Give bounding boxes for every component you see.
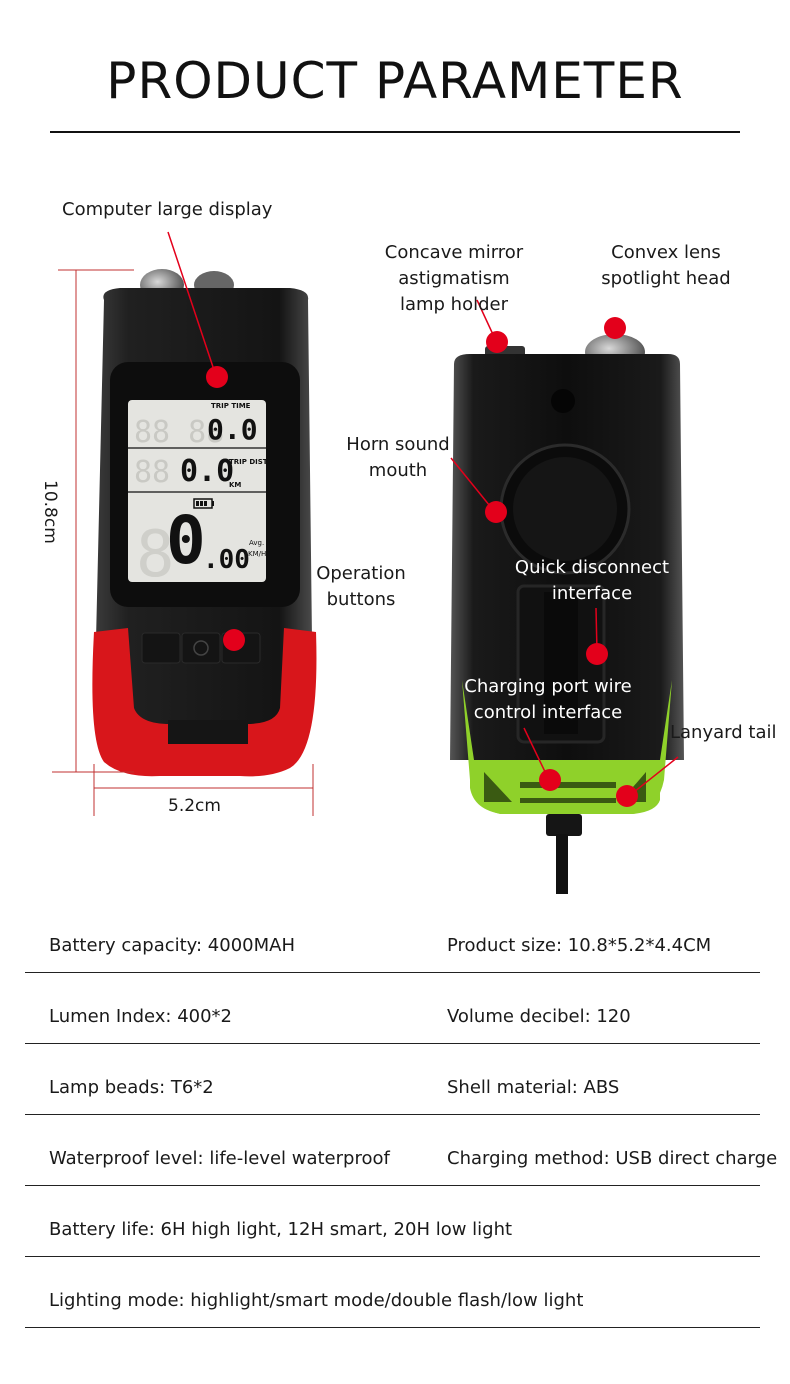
parameter-row: Lamp beads: T6*2 Shell material: ABS bbox=[25, 1044, 760, 1115]
label-horn-line2: mouth bbox=[368, 460, 428, 481]
mount-hole bbox=[551, 389, 575, 413]
label-convex-lens: Convex lens spotlight head bbox=[596, 240, 736, 292]
red-mount-base bbox=[92, 628, 317, 777]
svg-text:88 88: 88 88 bbox=[134, 415, 224, 450]
label-horn: Horn sound mouth bbox=[340, 432, 456, 484]
svg-text:88: 88 bbox=[134, 455, 170, 490]
label-convex-line2: spotlight head bbox=[601, 268, 731, 289]
param-product-size: Product size: 10.8*5.2*4.4CM bbox=[447, 935, 712, 956]
param-charging-method: Charging method: USB direct charge bbox=[447, 1148, 778, 1169]
lcd-km-label: KM bbox=[229, 481, 242, 489]
param-lumen-index: Lumen Index: 400*2 bbox=[49, 1006, 233, 1027]
usb-cable bbox=[556, 834, 568, 894]
page-title: PRODUCT PARAMETER bbox=[106, 52, 684, 110]
usb-plug bbox=[546, 814, 582, 836]
parameter-row: Waterproof level: life-level waterproof … bbox=[25, 1115, 777, 1186]
lcd-trip-dist-value: 0.0 bbox=[180, 454, 235, 489]
mount-clip bbox=[168, 720, 248, 744]
label-operation-buttons: Operation buttons bbox=[308, 561, 414, 613]
lcd-trip-time-value: 0.0 bbox=[207, 413, 258, 446]
title-divider bbox=[50, 131, 740, 133]
front-view-light: 88 88 88 8 bbox=[92, 269, 317, 777]
label-quick-line2: interface bbox=[551, 583, 633, 604]
back-view-light bbox=[450, 334, 684, 894]
marker-horn bbox=[485, 501, 507, 523]
param-shell-material: Shell material: ABS bbox=[447, 1077, 620, 1098]
marker-lamp-holder bbox=[486, 331, 508, 353]
dimension-height: 10.8cm bbox=[40, 480, 60, 544]
marker-display bbox=[206, 366, 228, 388]
label-convex-line1: Convex lens bbox=[611, 242, 721, 263]
label-quick-line1: Quick disconnect bbox=[514, 557, 670, 578]
dimension-width: 5.2cm bbox=[168, 796, 221, 816]
param-waterproof-level: Waterproof level: life-level waterproof bbox=[49, 1148, 390, 1169]
lcd-kmh-label: KM/H bbox=[248, 550, 267, 558]
label-operation-line1: Operation bbox=[316, 563, 406, 584]
markers bbox=[206, 317, 638, 807]
lcd-trip-time-label: TRIP TIME bbox=[211, 402, 251, 410]
parameter-row: Battery life: 6H high light, 12H smart, … bbox=[25, 1186, 760, 1257]
horn-membrane bbox=[513, 457, 617, 561]
lcd-speed-value: 0 bbox=[166, 502, 206, 579]
marker-charging-port bbox=[539, 769, 561, 791]
marker-buttons bbox=[223, 629, 245, 651]
label-concave-line2: lamp holder bbox=[399, 294, 509, 315]
marker-lanyard bbox=[616, 785, 638, 807]
product-diagram: 88 88 88 8 bbox=[52, 231, 684, 894]
param-lamp-beads: Lamp beads: T6*2 bbox=[49, 1077, 214, 1098]
parameter-table: Battery capacity: 4000MAH Product size: … bbox=[25, 908, 777, 1328]
label-charging-port: Charging port wire control interface bbox=[460, 674, 636, 726]
label-concave-line1: Concave mirror astigmatism bbox=[384, 242, 524, 289]
parameter-row: Lumen Index: 400*2 Volume decibel: 120 bbox=[25, 973, 760, 1044]
param-volume-decibel: Volume decibel: 120 bbox=[447, 1006, 631, 1027]
parameter-row: Lighting mode: highlight/smart mode/doub… bbox=[25, 1257, 760, 1328]
label-lanyard: Lanyard tail bbox=[670, 722, 777, 743]
label-charging-line1: Charging port wire bbox=[464, 676, 632, 697]
parameter-row: Battery capacity: 4000MAH Product size: … bbox=[25, 908, 760, 973]
marker-convex-lens bbox=[604, 317, 626, 339]
label-computer-display: Computer large display bbox=[62, 199, 273, 220]
param-lighting-mode: Lighting mode: highlight/smart mode/doub… bbox=[49, 1290, 584, 1311]
marker-quick-disconnect bbox=[586, 643, 608, 665]
label-horn-line1: Horn sound bbox=[346, 434, 450, 455]
lcd-speed-decimals: .00 bbox=[203, 545, 250, 575]
lcd-trip-dist-label: TRIP DIST bbox=[229, 458, 268, 466]
lcd-screen bbox=[128, 400, 266, 582]
reset-button bbox=[141, 632, 181, 664]
label-quick-disconnect: Quick disconnect interface bbox=[512, 555, 672, 607]
svg-text:8: 8 bbox=[136, 518, 175, 592]
lcd-avg-label: Avg. bbox=[249, 539, 265, 547]
dimension-lines bbox=[52, 269, 314, 816]
param-battery-life: Battery life: 6H high light, 12H smart, … bbox=[49, 1219, 513, 1240]
power-button bbox=[181, 632, 221, 664]
label-charging-line2: control interface bbox=[473, 702, 623, 723]
label-concave-mirror: Concave mirror astigmatism lamp holder bbox=[330, 240, 578, 318]
label-operation-line2: buttons bbox=[326, 589, 396, 610]
param-battery-capacity: Battery capacity: 4000MAH bbox=[49, 935, 295, 956]
